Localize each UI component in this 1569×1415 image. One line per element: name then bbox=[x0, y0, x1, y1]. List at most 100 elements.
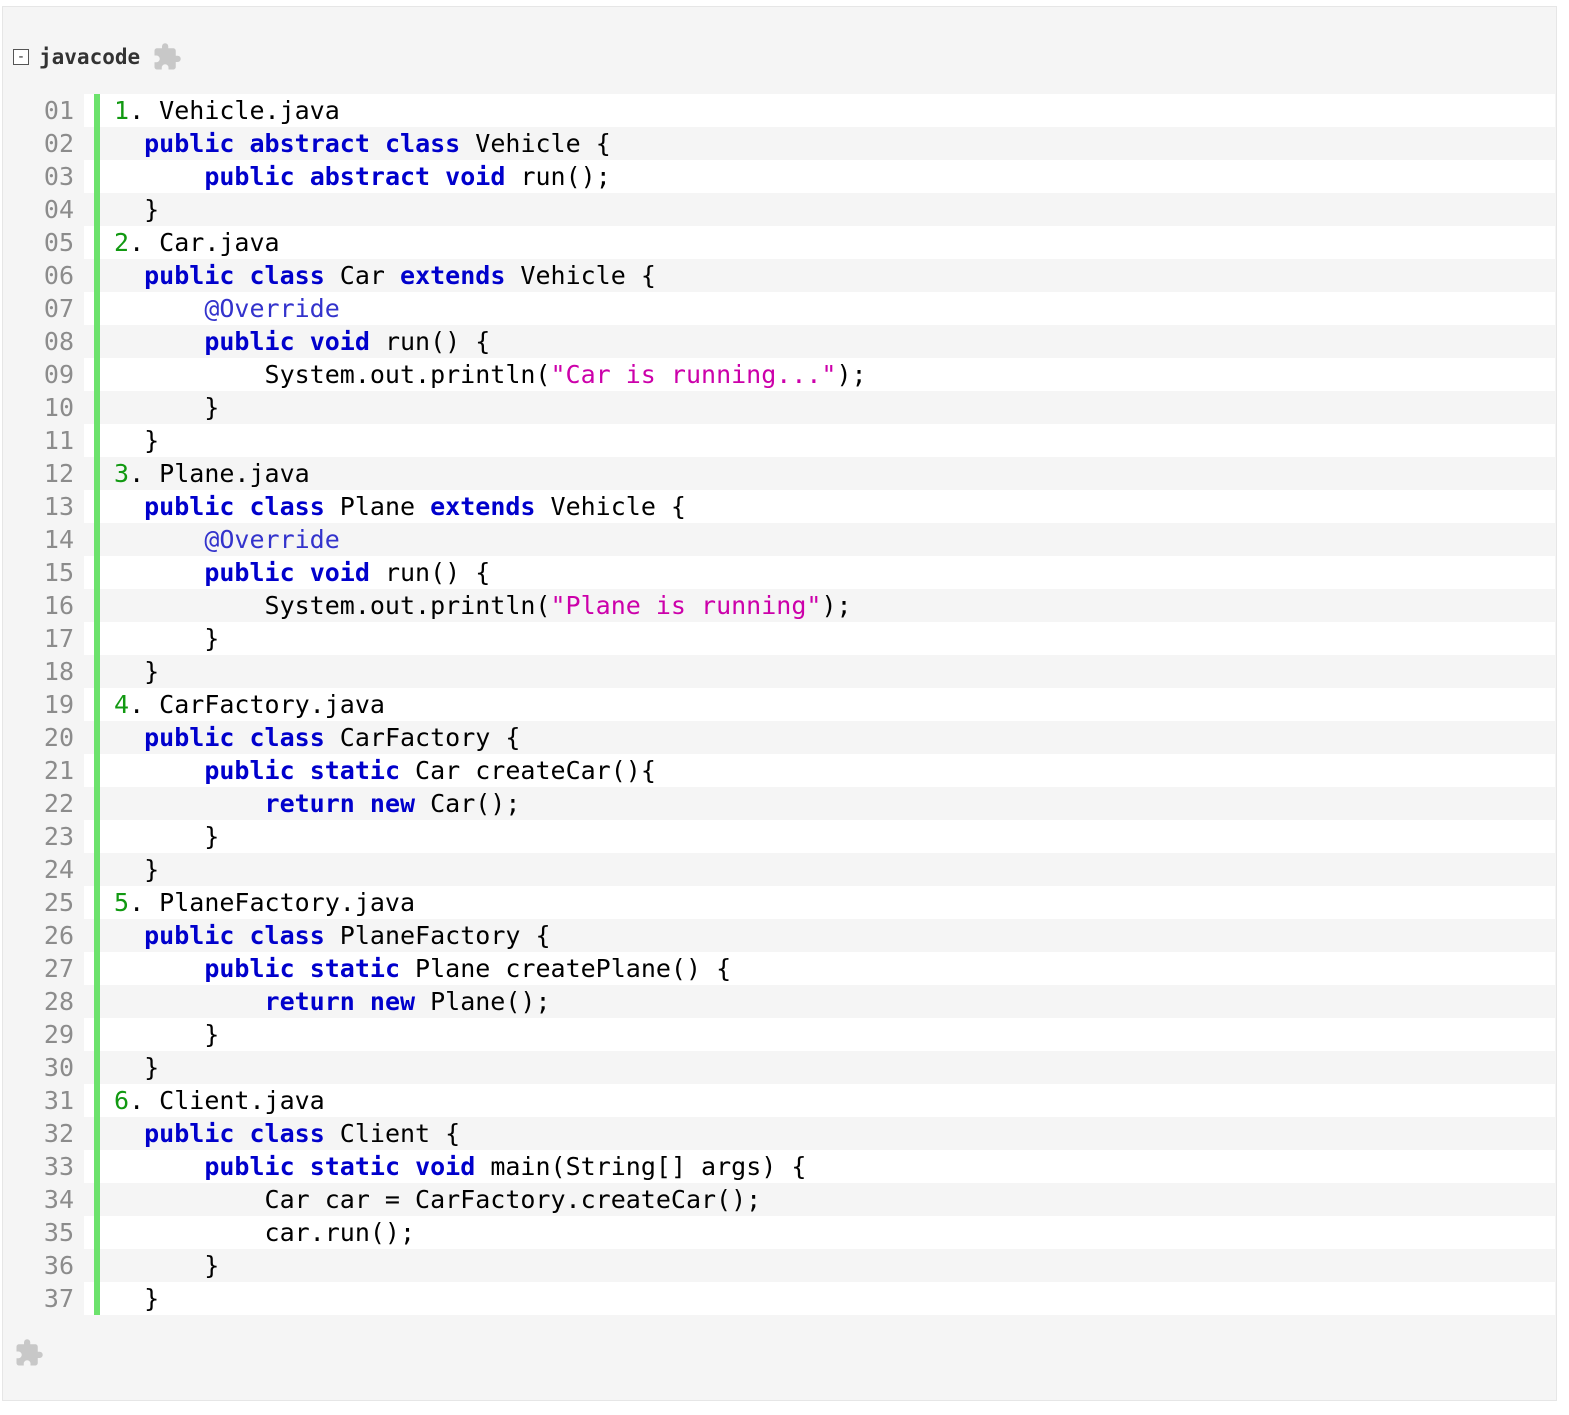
keyword-token: void bbox=[309, 558, 370, 587]
line-marker bbox=[94, 391, 100, 424]
line-marker bbox=[94, 1150, 100, 1183]
keyword-token: public bbox=[204, 558, 295, 587]
line-marker bbox=[94, 325, 100, 358]
keyword-token: abstract bbox=[309, 162, 431, 191]
code-token: } bbox=[114, 426, 160, 455]
code-token: } bbox=[114, 1053, 160, 1082]
code-line: 35 car.run(); bbox=[4, 1216, 1555, 1249]
keyword-token: public bbox=[144, 492, 235, 521]
keyword-token: public bbox=[204, 327, 295, 356]
keyword-token: new bbox=[369, 987, 416, 1016]
keyword-token: public bbox=[144, 129, 235, 158]
code-token: Car car = CarFactory.createCar(); bbox=[114, 1185, 762, 1214]
line-marker bbox=[94, 457, 100, 490]
code-line: 24 } bbox=[4, 853, 1555, 886]
code-text: return new Car(); bbox=[114, 787, 521, 820]
code-text: public class CarFactory { bbox=[114, 721, 520, 754]
code-token bbox=[234, 492, 249, 521]
line-number: 24 bbox=[4, 853, 84, 886]
line-number: 22 bbox=[4, 787, 84, 820]
code-token: } bbox=[114, 1251, 220, 1280]
code-line: 36 } bbox=[4, 1249, 1555, 1282]
code-line: 28 return new Plane(); bbox=[4, 985, 1555, 1018]
code-text: } bbox=[114, 193, 159, 226]
line-marker bbox=[94, 787, 100, 820]
keyword-token: public bbox=[144, 921, 235, 950]
line-number: 32 bbox=[4, 1117, 84, 1150]
code-text: Car car = CarFactory.createCar(); bbox=[114, 1183, 762, 1216]
annotation-token: @Override bbox=[204, 525, 340, 554]
line-marker bbox=[94, 1117, 100, 1150]
line-marker bbox=[94, 589, 100, 622]
code-token bbox=[234, 723, 249, 752]
code-token bbox=[355, 987, 370, 1016]
code-token: System.out.println( bbox=[114, 591, 551, 620]
code-token bbox=[295, 756, 310, 785]
line-marker bbox=[94, 820, 100, 853]
code-text: car.run(); bbox=[114, 1216, 416, 1249]
code-token bbox=[295, 327, 310, 356]
code-text: System.out.println("Plane is running"); bbox=[114, 589, 852, 622]
keyword-token: void bbox=[415, 1152, 476, 1181]
line-marker bbox=[94, 94, 100, 127]
code-line: 27 public static Plane createPlane() { bbox=[4, 952, 1555, 985]
code-text: } bbox=[114, 1051, 159, 1084]
line-number: 37 bbox=[4, 1282, 84, 1315]
line-marker bbox=[94, 919, 100, 952]
code-line: 11 } bbox=[4, 424, 1555, 457]
language-label: javacode bbox=[39, 45, 141, 69]
collapse-toggle-button[interactable]: - bbox=[13, 49, 29, 65]
code-token: } bbox=[114, 657, 160, 686]
code-text: } bbox=[114, 820, 219, 853]
puzzle-icon[interactable] bbox=[14, 1338, 44, 1368]
code-token: main(String[] args) { bbox=[475, 1152, 807, 1181]
line-number: 03 bbox=[4, 160, 84, 193]
line-number: 05 bbox=[4, 226, 84, 259]
line-marker bbox=[94, 127, 100, 160]
line-marker bbox=[94, 259, 100, 292]
code-token: Client { bbox=[324, 1119, 461, 1148]
code-line: 32 public class Client { bbox=[4, 1117, 1555, 1150]
line-number: 18 bbox=[4, 655, 84, 688]
code-line: 20 public class CarFactory { bbox=[4, 721, 1555, 754]
code-text: public class Client { bbox=[114, 1117, 460, 1150]
line-number: 29 bbox=[4, 1018, 84, 1051]
code-text: public class Car extends Vehicle { bbox=[114, 259, 656, 292]
code-token bbox=[114, 129, 144, 158]
code-token bbox=[370, 129, 385, 158]
code-line: 02 public abstract class Vehicle { bbox=[4, 127, 1555, 160]
code-token bbox=[114, 327, 204, 356]
line-number: 12 bbox=[4, 457, 84, 490]
keyword-token: public bbox=[144, 723, 235, 752]
code-token: . Car.java bbox=[129, 228, 280, 257]
code-line: 10 } bbox=[4, 391, 1555, 424]
code-line: 18 } bbox=[4, 655, 1555, 688]
code-text: public static Plane createPlane() { bbox=[114, 952, 731, 985]
code-line: 22 return new Car(); bbox=[4, 787, 1555, 820]
list-number-token: 5 bbox=[114, 888, 130, 917]
puzzle-icon[interactable] bbox=[152, 42, 182, 72]
code-text: public static Car createCar(){ bbox=[114, 754, 656, 787]
code-token: Vehicle { bbox=[460, 129, 611, 158]
code-token: . Plane.java bbox=[129, 459, 310, 488]
code-text: @Override bbox=[114, 523, 340, 556]
code-text: 3. Plane.java bbox=[114, 457, 310, 490]
line-number: 06 bbox=[4, 259, 84, 292]
code-text: } bbox=[114, 853, 159, 886]
code-token bbox=[114, 294, 204, 323]
line-number: 34 bbox=[4, 1183, 84, 1216]
code-token bbox=[400, 1152, 415, 1181]
keyword-token: public bbox=[204, 162, 295, 191]
code-line: 13 public class Plane extends Vehicle { bbox=[4, 490, 1555, 523]
line-marker bbox=[94, 688, 100, 721]
code-token: Car bbox=[324, 261, 401, 290]
code-line: 06 public class Car extends Vehicle { bbox=[4, 259, 1555, 292]
code-token: Plane createPlane() { bbox=[400, 954, 732, 983]
list-number-token: 3 bbox=[114, 459, 130, 488]
code-token: Plane(); bbox=[415, 987, 551, 1016]
code-line: 30 } bbox=[4, 1051, 1555, 1084]
code-token: . Client.java bbox=[129, 1086, 325, 1115]
line-marker bbox=[94, 952, 100, 985]
line-number: 10 bbox=[4, 391, 84, 424]
